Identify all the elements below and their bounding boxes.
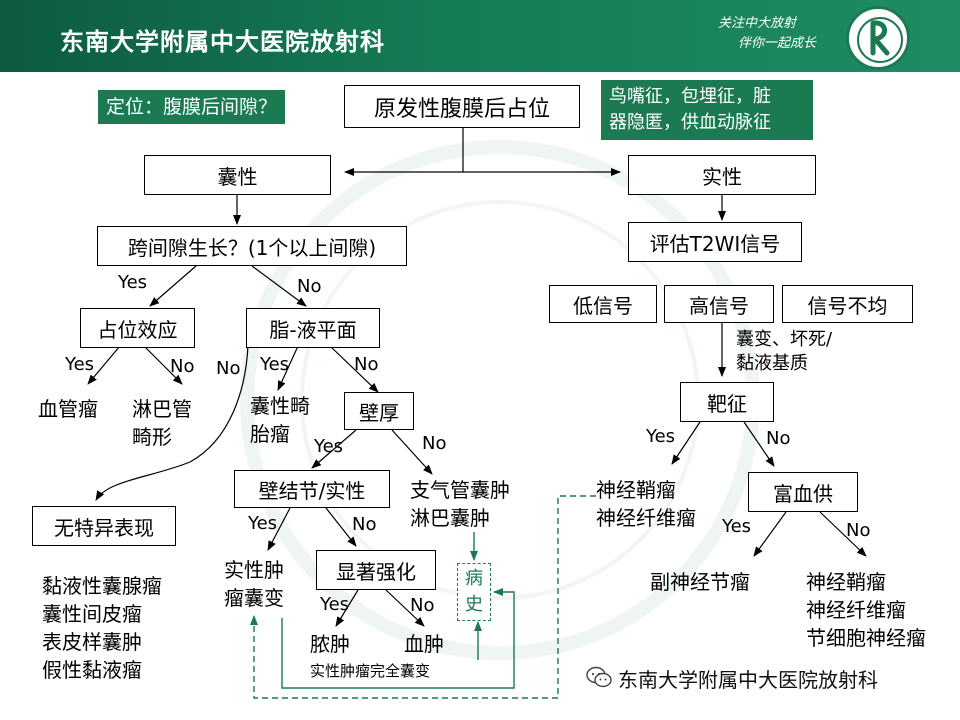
abscess-result: 脓肿: [310, 632, 350, 656]
bronchogenic-line-2: 淋巴囊肿: [410, 506, 490, 530]
schwannoma-line: 神经鞘瘤: [596, 478, 676, 502]
wall-nodule-node: 壁结节/实性: [234, 470, 390, 508]
cystic-teratoma-result: 囊性畸 胎瘤: [250, 392, 310, 448]
final-item-1: 神经鞘瘤: [806, 570, 886, 594]
schwannoma-nf-result: 神经鞘瘤 神经纤维瘤: [596, 476, 696, 532]
bronchogenic-result: 支气管囊肿 淋巴囊肿: [410, 476, 510, 532]
yes-label-cross: Yes: [118, 272, 148, 293]
paraganglioma-result: 副神经节瘤: [650, 570, 750, 594]
slogan-line-1: 关注中大放射: [718, 16, 797, 31]
final-item-2: 神经纤维瘤: [806, 598, 906, 622]
wechat-icon: [586, 666, 612, 688]
history-line-2: 史: [465, 594, 483, 615]
no-label-cross: No: [297, 276, 322, 297]
high-signal-node: 高信号: [664, 285, 774, 323]
mass-effect-node: 占位效应: [80, 308, 195, 348]
high-signal-note: 囊变、坏死/ 黏液基质: [736, 328, 832, 376]
no-specific-node: 无特异表现: [32, 506, 176, 546]
high-signal-note-line-2: 黏液基质: [736, 353, 808, 374]
no-label-nodule: No: [352, 514, 377, 535]
no-specific-item-4: 假性黏液瘤: [42, 658, 142, 682]
yes-label-nodule: Yes: [248, 513, 278, 534]
yes-label-target: Yes: [646, 426, 676, 447]
no-specific-item-1: 黏液性囊腺瘤: [42, 574, 162, 598]
yes-label-wall: Yes: [314, 436, 344, 457]
fat-fluid-node: 脂-液平面: [246, 308, 380, 348]
solid-cystic-line-2: 瘤囊变: [224, 586, 284, 610]
lymphangioma-result: 淋巴管 畸形: [132, 395, 192, 451]
yes-label-hyper: Yes: [722, 516, 752, 537]
high-signal-note-line-1: 囊变、坏死/: [736, 329, 833, 350]
yes-label-enh: Yes: [320, 594, 350, 615]
location-note: 定位：腹膜后间隙？: [98, 90, 286, 124]
cystic-teratoma-line-1: 囊性畸: [250, 394, 310, 418]
no-label-fat: No: [354, 354, 379, 375]
slogan-line-2: 伴你一起成长: [738, 36, 817, 51]
cystic-node: 囊性: [144, 155, 331, 195]
signs-note-line-1: 鸟嘴征，包埋征，脏: [609, 86, 771, 107]
lymphangioma-line-2: 畸形: [132, 425, 172, 449]
complete-cystic-note: 实性肿瘤完全囊变: [310, 662, 431, 680]
uneven-signal-node: 信号不均: [782, 285, 913, 323]
header-bar: 东南大学附属中大医院放射科 关注中大放射 伴你一起成长: [0, 0, 960, 72]
solid-cystic-line-1: 实性肿: [224, 558, 284, 582]
yes-label-fat: Yes: [260, 354, 290, 375]
no-specific-item-2: 囊性间皮瘤: [42, 602, 142, 626]
final-list: 神经鞘瘤 神经纤维瘤 节细胞神经瘤: [806, 568, 926, 652]
no-specific-list: 黏液性囊腺瘤 囊性间皮瘤 表皮样囊肿 假性黏液瘤: [42, 572, 162, 684]
logo-emblem-icon: [870, 20, 890, 56]
final-item-3: 节细胞神经瘤: [806, 626, 926, 650]
history-box: 病 史: [457, 563, 491, 621]
target-sign-node: 靶征: [680, 382, 774, 422]
logo-inner-ring: [857, 17, 903, 63]
hypervascular-node: 富血供: [748, 472, 858, 512]
no-specific-item-3: 表皮样囊肿: [42, 630, 142, 654]
low-signal-node: 低信号: [549, 285, 657, 323]
cross-space-node: 跨间隙生长？(1个以上间隙): [97, 226, 407, 266]
no-label-wall: No: [422, 433, 447, 454]
header-title: 东南大学附属中大医院放射科: [60, 27, 385, 56]
hospital-logo: [846, 6, 910, 70]
wechat-account: 东南大学附属中大医院放射科: [618, 668, 878, 692]
hemangioma-result: 血管瘤: [38, 397, 98, 421]
no-label-target: No: [766, 428, 791, 449]
history-line-1: 病: [465, 568, 483, 589]
bronchogenic-line-1: 支气管囊肿: [410, 478, 510, 502]
wall-thick-node: 壁厚: [344, 392, 414, 430]
solid-node: 实性: [628, 155, 816, 195]
marked-enhancement-node: 显著强化: [316, 550, 436, 590]
hematoma-result: 血肿: [404, 632, 444, 656]
signs-note: 鸟嘴征，包埋征，脏 器隐匿，供血动脉征: [601, 80, 813, 140]
no-label-enh: No: [410, 595, 435, 616]
t2wi-node: 评估T2WI信号: [628, 222, 802, 262]
no-label-fat-left: No: [216, 358, 241, 379]
neurofibroma-line: 神经纤维瘤: [596, 506, 696, 530]
no-label-mass: No: [170, 356, 195, 377]
no-label-hyper: No: [846, 520, 871, 541]
lymphangioma-line-1: 淋巴管: [132, 397, 192, 421]
solid-cystic-result: 实性肿 瘤囊变: [224, 556, 284, 612]
signs-note-line-2: 器隐匿，供血动脉征: [609, 112, 771, 133]
root-node: 原发性腹膜后占位: [344, 85, 580, 128]
cystic-teratoma-line-2: 胎瘤: [250, 422, 290, 446]
slogan: 关注中大放射 伴你一起成长: [718, 14, 816, 54]
yes-label-mass: Yes: [65, 354, 95, 375]
